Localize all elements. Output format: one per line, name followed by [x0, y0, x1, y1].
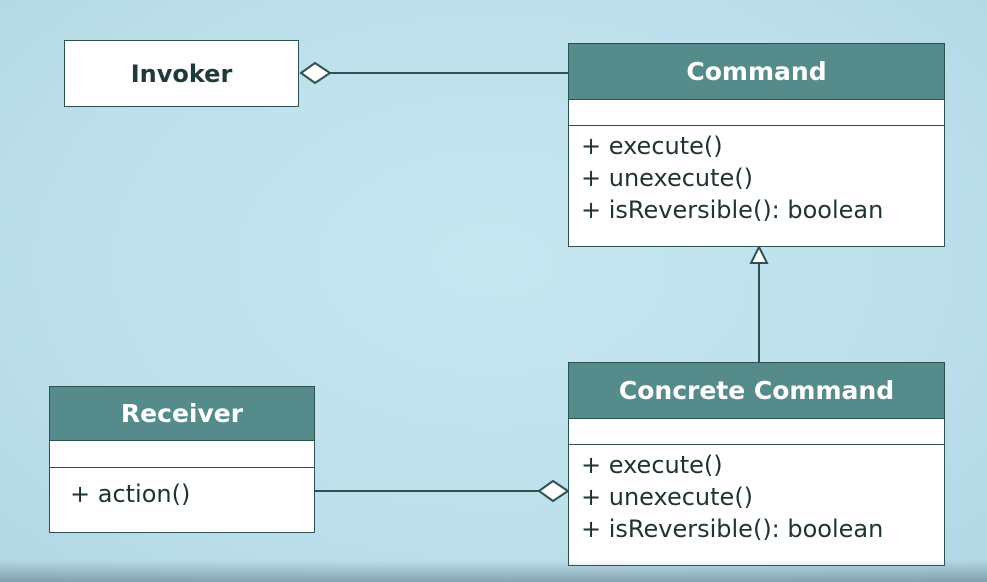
concrete-command-methods-compartment: + execute() + unexecute() + isReversible… — [569, 445, 944, 545]
concrete-command-class-title: Concrete Command — [618, 376, 895, 405]
concrete-command-method: + execute() — [581, 451, 723, 479]
command-class-header: Command — [569, 44, 944, 100]
invoker-class-title: Invoker — [130, 59, 233, 88]
concrete-command-class-box: Concrete Command + execute() + unexecute… — [568, 362, 945, 566]
command-class-box: Command + execute() + unexecute() + isRe… — [568, 43, 945, 247]
concrete-command-attributes-compartment — [569, 419, 944, 445]
command-methods-compartment: + execute() + unexecute() + isReversible… — [569, 126, 944, 226]
command-class-title: Command — [686, 57, 827, 86]
command-method: + execute() — [581, 132, 723, 160]
receiver-methods-compartment: + action() — [50, 468, 314, 510]
receiver-class-header: Receiver — [50, 387, 314, 441]
receiver-class-title: Receiver — [120, 399, 244, 428]
receiver-method: + action() — [70, 480, 191, 508]
invoker-class-box: Invoker — [64, 40, 299, 107]
generalization-arrowhead — [749, 244, 769, 264]
concrete-command-method: + unexecute() — [581, 483, 754, 511]
command-method: + isReversible(): boolean — [581, 196, 884, 224]
aggregation-diamond-invoker — [299, 61, 332, 85]
concrete-command-class-header: Concrete Command — [569, 363, 944, 419]
command-attributes-compartment — [569, 100, 944, 126]
receiver-attributes-compartment — [50, 441, 314, 468]
concrete-command-method: + isReversible(): boolean — [581, 515, 884, 543]
receiver-class-box: Receiver + action() — [49, 386, 315, 533]
aggregation-diamond-concrete-command — [537, 479, 570, 503]
command-method: + unexecute() — [581, 164, 754, 192]
